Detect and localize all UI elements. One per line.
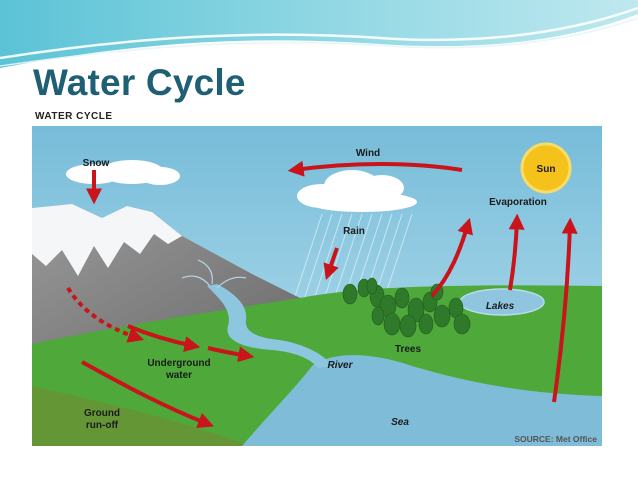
mountain-snowcap	[32, 204, 182, 276]
rain-arrow	[323, 247, 339, 281]
label-ground-line1: Ground	[84, 408, 120, 419]
underground-arrow-1	[127, 324, 201, 352]
diagram-heading: WATER CYCLE	[35, 111, 113, 122]
wind-arrow	[287, 160, 463, 177]
label-underground-line2: water	[165, 370, 192, 381]
trees-icon	[342, 277, 471, 338]
label-rain: Rain	[343, 226, 365, 237]
label-ground-line2: run-off	[86, 420, 119, 431]
sea	[242, 355, 602, 446]
label-source: SOURCE: Met Office	[514, 434, 597, 444]
water-cycle-diagram: Sun	[32, 126, 602, 446]
header-wave-decoration	[0, 0, 638, 68]
label-trees: Trees	[395, 344, 422, 355]
ground-soil	[32, 386, 252, 446]
label-evaporation: Evaporation	[489, 197, 547, 208]
runoff-arrow	[81, 360, 214, 428]
evaporation-arrow-trees	[430, 217, 473, 298]
rain-cloud-icon	[297, 170, 417, 212]
label-snow: Snow	[83, 158, 110, 169]
label-river: River	[327, 360, 353, 371]
label-sea: Sea	[391, 417, 409, 428]
evaporation-arrow-sea	[552, 217, 578, 403]
underground-arrow-2	[207, 346, 255, 363]
label-lakes: Lakes	[486, 301, 515, 312]
evaporation-arrow-lake	[508, 213, 525, 291]
river-tributaries	[181, 259, 247, 289]
sun-icon	[520, 142, 572, 194]
label-sun: Sun	[537, 164, 556, 175]
label-wind: Wind	[356, 148, 380, 159]
river	[207, 284, 332, 368]
infiltration-dashed-arrow	[66, 286, 145, 343]
snow-cloud-icon	[66, 160, 180, 185]
slide-title: Water Cycle	[33, 62, 246, 103]
label-underground-line1: Underground	[147, 358, 210, 369]
